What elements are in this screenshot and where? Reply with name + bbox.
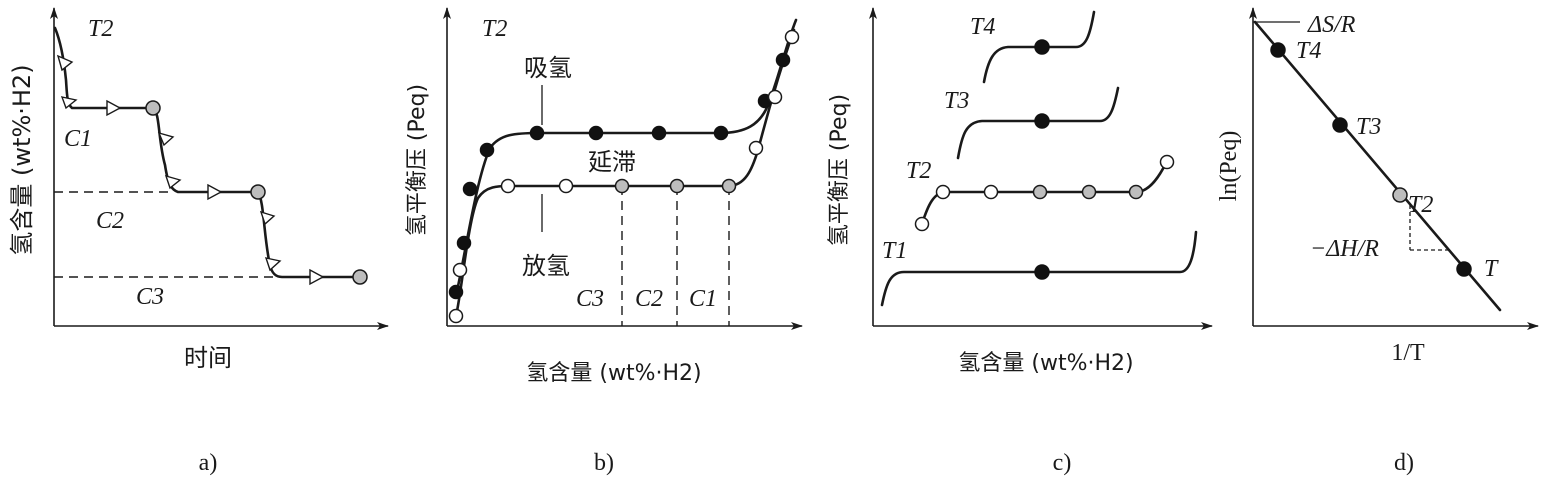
panel-b-caption: b) [594, 450, 614, 476]
panel-c-label-t3: T3 [944, 88, 969, 114]
panel-c-label-t2: T2 [906, 158, 931, 184]
panel-b-tick-c2: C2 [635, 286, 663, 312]
panel-b-absorb-point [651, 125, 667, 141]
panel-d-intercept-label: ΔS/R [1307, 12, 1356, 38]
panel-c-label-t1: T1 [882, 238, 907, 264]
panel-a-y-label: 氢含量 (wt%·H2) [8, 64, 36, 255]
panel-b-desorb-label: 放氢 [522, 252, 570, 280]
panel-b: T2 吸氢 延滞 放氢 C3 C2 C1 氢平衡压 (Peq) 氢含量 (wt%… [405, 7, 803, 476]
panel-b-desorb-point [767, 89, 783, 105]
panel-b-tick-c1: C1 [689, 286, 717, 312]
panel-b-tick-c3: C3 [576, 286, 604, 312]
panel-d-label-t2: T2 [1408, 192, 1433, 218]
panel-c-y-label: 氢平衡压 (Peq) [827, 94, 852, 246]
panel-c-caption: c) [1053, 450, 1072, 476]
panel-a-triangle-marker [259, 210, 276, 226]
panel-a-caption: a) [199, 450, 218, 476]
panel-d: ΔS/R T4 T3 T2 −ΔH/R T ln(Peq) 1/T d) [1216, 7, 1539, 476]
panel-d-slope-label: −ΔH/R [1310, 236, 1379, 262]
panel-d-y-label: ln(Peq) [1216, 131, 1242, 202]
panel-a-triangle-marker [164, 174, 182, 190]
panel-b-absorb-point [462, 181, 478, 197]
panel-b-absorb-point [448, 284, 464, 300]
panel-a-level-label-c2: C2 [96, 208, 124, 234]
panel-a-desorption-curve [53, 26, 362, 279]
panel-b-absorb-point [588, 125, 604, 141]
panel-c-point-t2-gray [1032, 184, 1048, 200]
panel-a-triangle-marker [106, 99, 122, 117]
panel-b-temp-label: T2 [482, 16, 507, 42]
panel-a-triangle-marker [157, 131, 175, 147]
panel-b-absorb-point [529, 125, 545, 141]
panel-a-triangle-marker [309, 268, 325, 286]
panel-c-point-t1 [1034, 264, 1050, 280]
panel-c-point-t4 [1034, 39, 1050, 55]
panel-b-hysteresis-label: 延滞 [588, 148, 636, 176]
panel-d-caption: d) [1394, 450, 1414, 476]
panel-a-triangle-marker [207, 183, 223, 201]
panel-a: T2 C1 C2 C3 氢含量 (wt%·H2) 时间 a) [8, 7, 389, 476]
panel-d-label-t: T [1484, 256, 1499, 282]
panel-d-point-t2 [1392, 187, 1408, 203]
panel-d-point-t4 [1270, 42, 1286, 58]
panel-b-desorb-point-gray [721, 178, 737, 194]
panel-b-absorb-point [456, 235, 472, 251]
panel-b-absorb-point [479, 142, 495, 158]
panel-b-absorb-point [775, 52, 791, 68]
panel-a-triangle-marker [264, 257, 282, 272]
panel-a-gray-point [250, 184, 266, 200]
panel-a-triangle-marker [56, 54, 74, 72]
panel-d-label-t3: T3 [1356, 114, 1381, 140]
panel-d-vant-hoff-line [1253, 20, 1502, 312]
panel-b-x-label: 氢含量 (wt%·H2) [526, 361, 701, 386]
panel-b-desorb-point [748, 140, 764, 156]
panel-b-desorb-point [448, 308, 464, 324]
panel-a-level-label-c3: C3 [136, 284, 164, 310]
panel-b-desorb-point-gray [614, 178, 630, 194]
panel-c-x-label: 氢含量 (wt%·H2) [958, 351, 1133, 376]
panel-a-gray-point [352, 269, 368, 285]
panel-d-point-t3 [1332, 117, 1348, 133]
panel-b-desorb-point [500, 178, 516, 194]
panel-b-desorb-point [784, 29, 800, 45]
panel-c-point-t2 [935, 184, 951, 200]
panel-b-desorb-point [452, 262, 468, 278]
panel-c-point-t2 [983, 184, 999, 200]
panel-b-desorb-point [558, 178, 574, 194]
panel-c-point-t2-gray [1128, 184, 1144, 200]
panel-c-label-t4: T4 [970, 14, 995, 40]
panel-d-x-label: 1/T [1391, 340, 1425, 366]
panel-d-label-t4: T4 [1296, 38, 1321, 64]
panel-b-y-label: 氢平衡压 (Peq) [405, 84, 430, 236]
panel-c: T4 T3 T2 T1 氢平衡压 (Peq) 氢含量 (wt%·H2) c) [827, 7, 1213, 476]
panel-a-gray-point [145, 100, 161, 116]
panel-a-level-label-c1: C1 [64, 126, 92, 152]
panel-c-point-t2-gray [1081, 184, 1097, 200]
panel-d-point-t [1456, 261, 1472, 277]
panel-a-triangle-marker [60, 96, 78, 110]
panel-b-absorb-point [713, 125, 729, 141]
panel-c-point-t2 [1159, 154, 1175, 170]
panel-b-desorb-point-gray [669, 178, 685, 194]
panel-c-point-t2 [914, 216, 930, 232]
panel-a-x-label: 时间 [184, 344, 232, 372]
panel-b-absorb-label: 吸氢 [524, 54, 572, 82]
panel-c-point-t3 [1034, 113, 1050, 129]
panel-a-temp-label: T2 [88, 16, 113, 42]
